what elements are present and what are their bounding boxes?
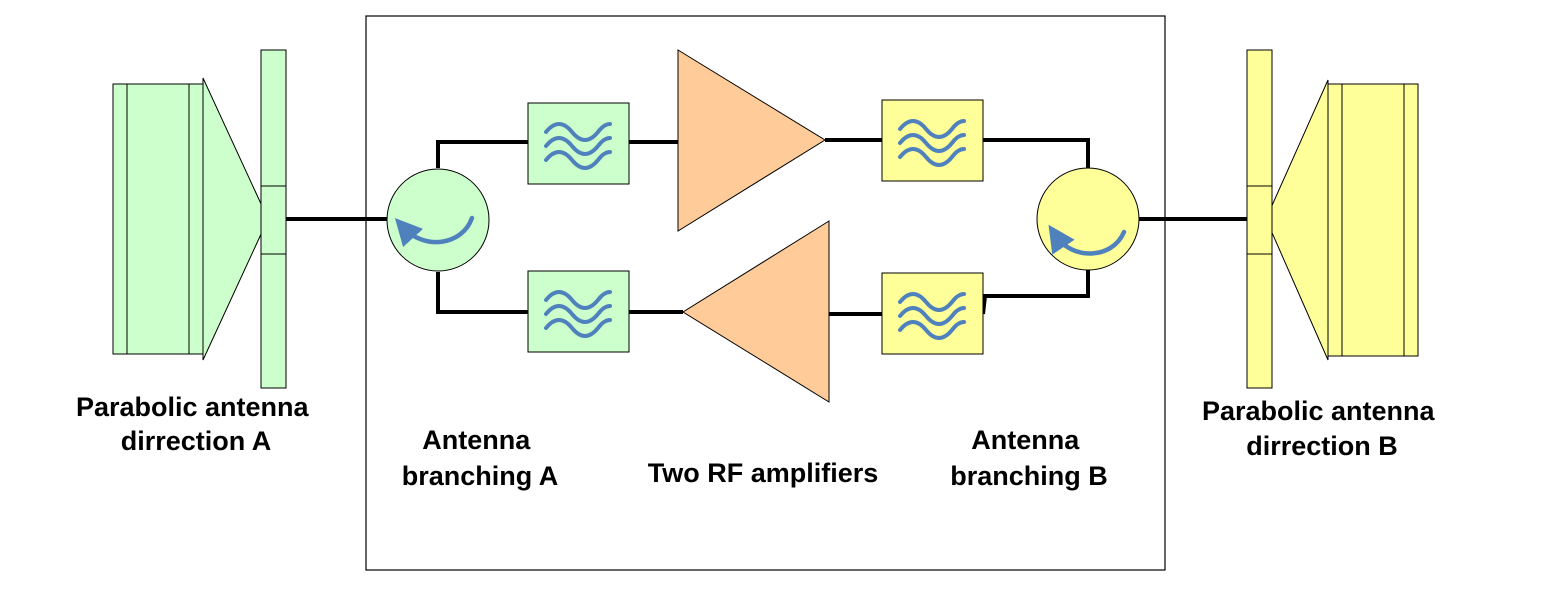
filter-b-upper [881, 99, 984, 182]
antenna-b-feed-bar [1246, 49, 1273, 389]
parabolic-antenna-icon [1246, 49, 1419, 389]
parabolic-antenna-icon [112, 49, 287, 389]
upper-path-b [983, 138, 1090, 168]
antenna-a-horn [202, 77, 269, 361]
connection-lines [286, 138, 1247, 316]
branching-b-label: Antenna branching B [950, 425, 1108, 491]
antenna-a-label: Parabolic antenna dirrection A [76, 392, 316, 456]
circulator-a [386, 168, 490, 272]
upper-path-a [436, 140, 528, 168]
rf-amplifier-icon [682, 220, 830, 403]
band-pass-filter-icon [527, 270, 630, 353]
antenna-a-body [112, 83, 204, 355]
band-pass-filter-icon [881, 272, 984, 355]
lower-path-a [436, 272, 528, 314]
band-pass-filter-icon [527, 102, 630, 185]
circulator-icon [1036, 167, 1140, 271]
lower-path-b [981, 270, 1090, 315]
rf-amplifier-icon [677, 49, 826, 232]
antenna-a-feed-bar [260, 49, 287, 389]
circulator-b-arrow [1048, 224, 1127, 256]
filter-b-lower [881, 272, 984, 355]
filter-a-upper [527, 102, 630, 185]
branching-a-label: Antenna branching A [402, 425, 559, 491]
filter-a-lower [527, 270, 630, 353]
antenna-b-horn [1265, 79, 1329, 361]
repeater-housing [365, 15, 1166, 571]
band-pass-filter-icon [881, 99, 984, 182]
circulator-icon [386, 168, 490, 272]
circulator-a-arrow [394, 215, 475, 248]
amplifiers-label: Two RF amplifiers [648, 458, 879, 488]
antenna-b-label: Parabolic antenna dirrection B [1202, 396, 1442, 461]
